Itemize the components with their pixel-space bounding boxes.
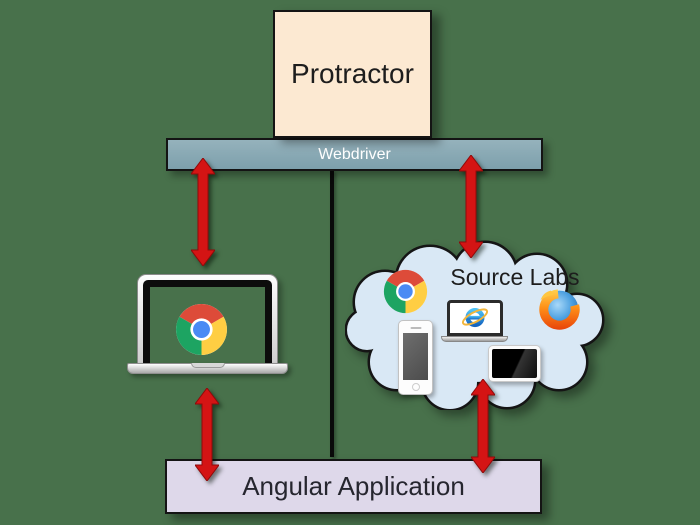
arrow-webdriver-laptop [191,158,215,266]
firefox-icon [538,288,581,331]
tablet-icon [488,345,541,382]
angular-application-label: Angular Application [242,471,465,501]
arrow-laptop-angular [195,388,219,481]
tablet-screen [492,349,537,378]
laptop-base [441,336,508,342]
smartphone-icon [398,320,433,395]
webdriver-label: Webdriver [318,145,391,163]
laptop-notch [190,363,225,368]
chrome-icon [383,269,428,314]
arrow-webdriver-cloud [459,155,483,258]
laptop-icon [441,300,508,343]
cloud-label: Source Labs [450,264,580,290]
arrow-cloud-angular [471,379,495,473]
chrome-icon [175,303,228,356]
laptop-icon [127,272,288,374]
phone-home-button [411,383,420,391]
webdriver-to-angular-line [330,170,334,457]
angular-application-bar: Angular Application [165,459,542,514]
protractor-box: Protractor [273,10,432,138]
internet-explorer-icon [461,303,489,331]
protractor-label: Protractor [291,58,414,89]
phone-screen [403,333,428,380]
webdriver-bar: Webdriver [166,138,543,171]
phone-speaker [410,327,421,329]
